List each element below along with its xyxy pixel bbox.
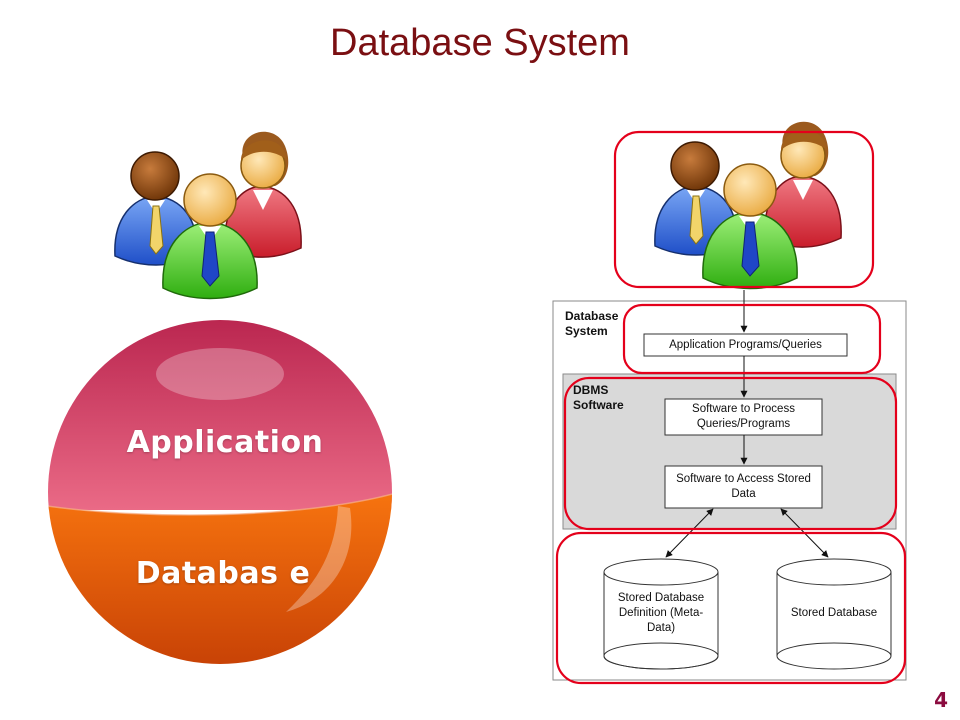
users-group-icon <box>114 131 302 300</box>
page-number: 4 <box>934 688 948 712</box>
access-stored-data-box <box>664 465 823 509</box>
app-programs-highlight <box>622 303 882 375</box>
users-group-icon <box>654 121 842 290</box>
application-database-sphere <box>48 320 392 664</box>
slide-title: Database System <box>330 22 630 64</box>
stored-database-text: Stored Database <box>790 606 878 619</box>
app-programs-box <box>643 333 848 357</box>
users-highlight <box>613 130 875 289</box>
storage-highlight <box>555 531 907 685</box>
database-system-diagram <box>552 121 907 685</box>
sphere-database-label: Databas e <box>135 556 311 591</box>
access-stored-data-text: Software to Access Stored Data <box>676 473 811 500</box>
stored-definition-text: Stored Database Definition (Meta-Data) <box>617 591 705 634</box>
app-programs-text: Application Programs/Queries <box>669 338 822 351</box>
database-system-label: Database System <box>565 309 619 338</box>
dbms-software-label: DBMS Software <box>573 383 624 412</box>
sphere-application-label: Application <box>126 425 324 460</box>
dbms-highlight <box>563 376 898 531</box>
process-queries-box <box>664 398 823 436</box>
process-queries-text: Software to Process Queries/Programs <box>692 403 795 430</box>
